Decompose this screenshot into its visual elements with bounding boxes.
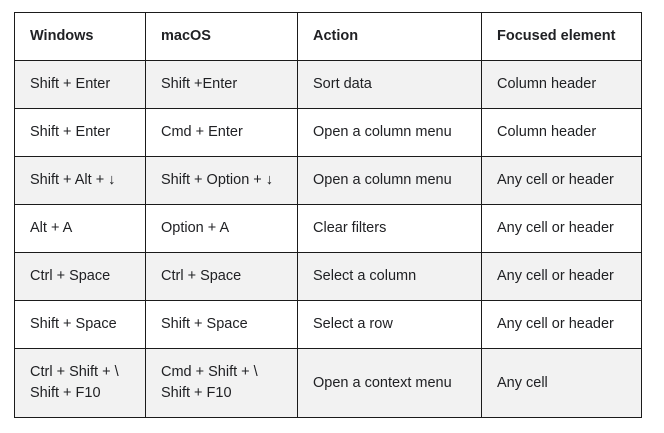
cell-action: Open a column menu	[297, 108, 482, 158]
table-row: Shift + Alt + ↓ Shift + Option + ↓ Open …	[14, 156, 642, 206]
cell-windows: Alt + A	[14, 204, 146, 254]
cell-focused-element: Any cell or header	[481, 204, 642, 254]
cell-windows: Shift + Space	[14, 300, 146, 350]
cell-action: Open a context menu	[297, 348, 482, 419]
table-row: Alt + A Option + A Clear filters Any cel…	[14, 204, 642, 254]
cell-action: Select a row	[297, 300, 482, 350]
cell-macos: Shift + Space	[145, 300, 298, 350]
cell-windows: Shift + Alt + ↓	[14, 156, 146, 206]
cell-focused-element: Column header	[481, 60, 642, 110]
cell-focused-element: Any cell or header	[481, 252, 642, 302]
cell-action: Sort data	[297, 60, 482, 110]
cell-macos: Option + A	[145, 204, 298, 254]
cell-focused-element: Any cell	[481, 348, 642, 419]
table-row: Shift + Enter Shift +Enter Sort data Col…	[14, 60, 642, 110]
cell-action: Select a column	[297, 252, 482, 302]
table-row: Ctrl + Space Ctrl + Space Select a colum…	[14, 252, 642, 302]
keyboard-shortcuts-table: Windows macOS Action Focused element Shi…	[14, 11, 642, 419]
cell-windows: Shift + Enter	[14, 108, 146, 158]
cell-macos: Cmd + Shift + \ Shift + F10	[145, 348, 298, 419]
table-row: Shift + Enter Cmd + Enter Open a column …	[14, 108, 642, 158]
cell-action: Open a column menu	[297, 156, 482, 206]
header-macos: macOS	[145, 11, 298, 62]
header-focused-element: Focused element	[481, 11, 642, 62]
cell-focused-element: Column header	[481, 108, 642, 158]
table-header-row: Windows macOS Action Focused element	[14, 11, 642, 62]
cell-macos: Cmd + Enter	[145, 108, 298, 158]
cell-macos: Shift +Enter	[145, 60, 298, 110]
table-row: Ctrl + Shift + \ Shift + F10 Cmd + Shift…	[14, 348, 642, 419]
table-row: Shift + Space Shift + Space Select a row…	[14, 300, 642, 350]
header-action: Action	[297, 11, 482, 62]
cell-action: Clear filters	[297, 204, 482, 254]
cell-windows: Ctrl + Shift + \ Shift + F10	[14, 348, 146, 419]
cell-windows: Ctrl + Space	[14, 252, 146, 302]
cell-windows: Shift + Enter	[14, 60, 146, 110]
header-windows: Windows	[14, 11, 146, 62]
cell-focused-element: Any cell or header	[481, 156, 642, 206]
cell-macos: Ctrl + Space	[145, 252, 298, 302]
cell-focused-element: Any cell or header	[481, 300, 642, 350]
cell-macos: Shift + Option + ↓	[145, 156, 298, 206]
